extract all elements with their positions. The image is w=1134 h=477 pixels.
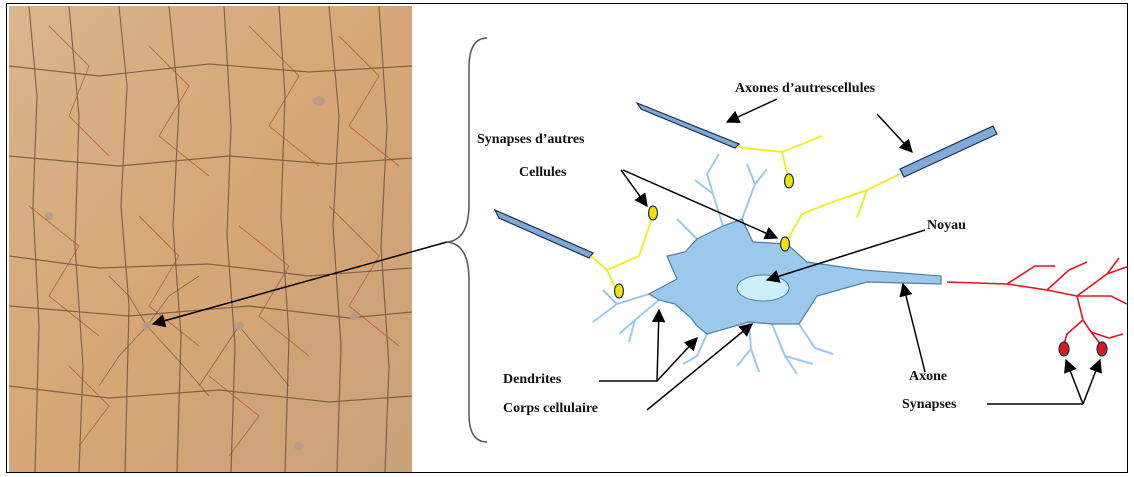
label-synapses-other-line1: Synapses d’autres	[477, 132, 585, 148]
label-axons-other-cells: Axones d’autrescellules	[735, 81, 875, 97]
curly-brace	[447, 38, 487, 442]
output-axon	[947, 258, 1128, 346]
arrow-synapse-1	[1066, 360, 1083, 404]
label-axon: Axone	[909, 369, 947, 385]
label-nucleus: Noyau	[927, 218, 966, 234]
cell-body	[649, 219, 941, 334]
photo-arrow	[153, 242, 447, 324]
arrow-axons-2	[877, 114, 912, 152]
label-dendrites: Dendrites	[503, 372, 561, 388]
arrow-dendrites-a	[599, 310, 659, 381]
arrow-axon	[903, 284, 925, 372]
arrow-axons-1	[727, 99, 777, 122]
output-synapses	[1059, 342, 1107, 356]
label-cell-body: Corps cellulaire	[503, 401, 598, 417]
nucleus	[737, 275, 789, 301]
figure-frame: Axones d’autrescellules Synapses d’autre…	[6, 3, 1128, 473]
label-synapses: Synapses	[902, 397, 956, 413]
label-synapses-other-line2: Cellules	[519, 165, 566, 181]
arrow-synapse-2	[1083, 360, 1100, 404]
arrow-cell-body	[647, 324, 752, 410]
